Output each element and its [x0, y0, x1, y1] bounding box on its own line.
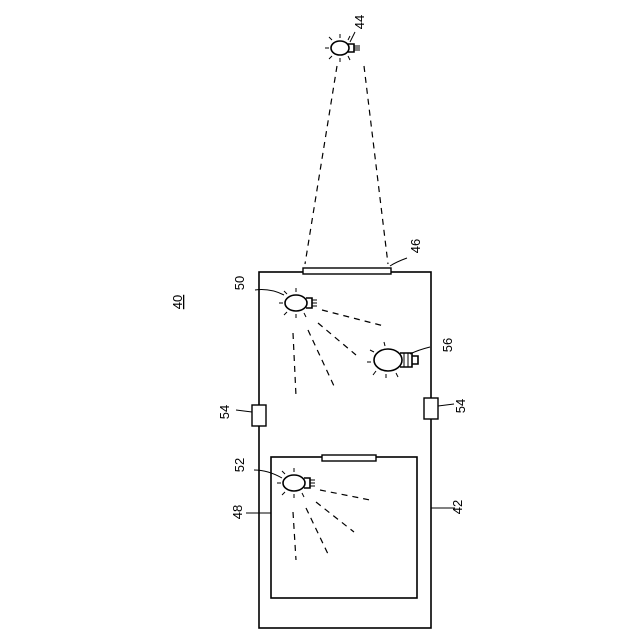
- beam-right: [364, 66, 388, 264]
- label-54-left: 54: [217, 405, 232, 419]
- ray-upper-4: [293, 333, 296, 396]
- inner-box: [271, 457, 417, 598]
- upper-lamp-icon: [279, 288, 317, 318]
- label-46: 46: [408, 239, 423, 253]
- leader-54-right: [438, 404, 454, 406]
- leader-54-left: [236, 410, 252, 412]
- label-42: 42: [450, 500, 465, 514]
- external-lamp-icon: [325, 34, 360, 62]
- ray-inner-1: [320, 490, 370, 500]
- outer-enclosure: [259, 272, 431, 628]
- label-56: 56: [440, 338, 455, 352]
- ray-inner-2: [316, 502, 354, 532]
- big-bulb-icon: [367, 342, 418, 378]
- label-44: 44: [352, 15, 367, 29]
- ray-inner-4: [293, 512, 296, 560]
- window-panel: [303, 268, 391, 274]
- leader-56: [410, 347, 430, 354]
- inner-window: [322, 455, 376, 461]
- leader-46: [390, 258, 407, 266]
- label-52: 52: [232, 458, 247, 472]
- ray-upper-3: [308, 330, 334, 386]
- ray-upper-2: [318, 323, 356, 355]
- label-50: 50: [232, 276, 247, 290]
- leader-44: [350, 32, 355, 42]
- ray-upper-1: [322, 310, 384, 326]
- ray-inner-3: [306, 508, 328, 554]
- inner-lamp-icon: [277, 468, 315, 498]
- sensor-left: [252, 405, 266, 426]
- beam-left: [305, 66, 337, 264]
- label-40: 40: [170, 295, 185, 309]
- label-48: 48: [230, 505, 245, 519]
- label-54-right: 54: [453, 399, 468, 413]
- sensor-right: [424, 398, 438, 419]
